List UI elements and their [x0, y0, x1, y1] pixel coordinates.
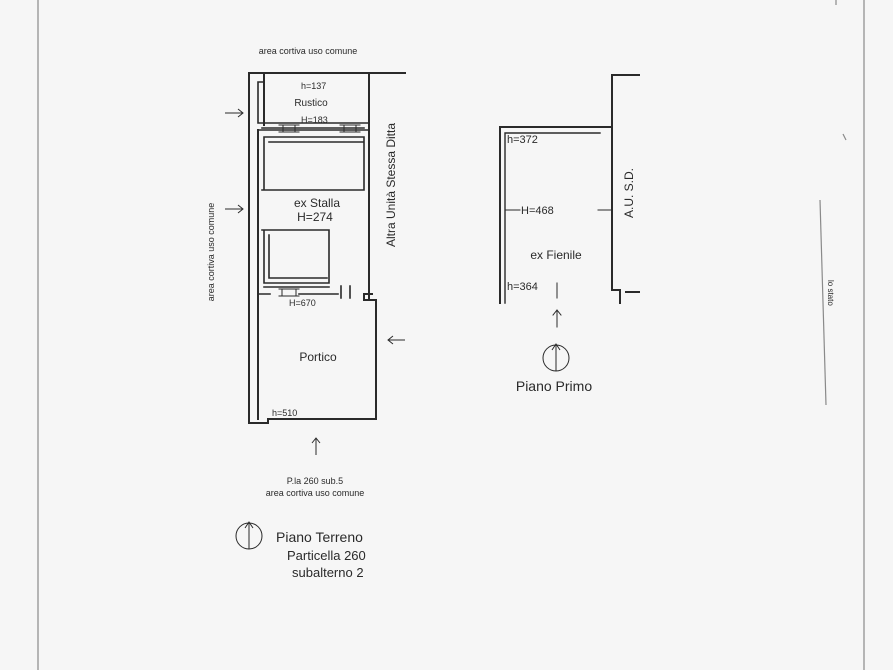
- fienile-inner-wall: [504, 132, 601, 304]
- first-floor-neighbor-label: A.U. S.D.: [622, 168, 636, 218]
- arrow-stalla: [225, 204, 244, 214]
- stalla-trough-top: [261, 136, 365, 191]
- stalla-trough-bottom: [261, 229, 330, 288]
- top-area-label: area cortiva uso comune: [259, 46, 358, 56]
- stalla-height: H=274: [297, 210, 333, 224]
- sheet-border: [37, 0, 865, 670]
- ground-floor-title: Piano Terreno: [276, 529, 363, 545]
- fienile-walls: [499, 74, 640, 304]
- entrance-arrows: [225, 108, 405, 455]
- rustico-room-walls: [257, 81, 370, 131]
- fienile-height-ticks: [505, 209, 613, 299]
- rustico-label: Rustico: [294, 98, 328, 109]
- rustico-height-low: h=137: [301, 81, 326, 91]
- ground-floor-parcel: Particella 260: [287, 548, 366, 563]
- rustico-window-right: [339, 124, 361, 133]
- arrow-portico-bottom: [311, 437, 321, 455]
- fienile-height-bottom: h=364: [507, 281, 538, 293]
- portico-divider-wall: [257, 285, 351, 299]
- first-floor-plan: [499, 74, 640, 328]
- ground-floor-outer-walls: [248, 72, 406, 424]
- margin-note: lo stato: [826, 280, 835, 306]
- rustico-window-left: [278, 124, 300, 133]
- ground-floor-plan: [248, 72, 406, 424]
- portico-label: Portico: [299, 350, 337, 364]
- first-floor-title: Piano Primo: [516, 378, 592, 394]
- ground-floor-subunit: subalterno 2: [292, 565, 364, 580]
- stalla-label: ex Stalla: [294, 196, 340, 210]
- portico-height-low: h=510: [272, 408, 297, 418]
- arrow-portico-side: [387, 335, 405, 345]
- fienile-height-top: h=372: [507, 134, 538, 146]
- north-arrow-icon: [542, 343, 570, 372]
- bottom-parcel-label: P.la 260 sub.5: [287, 476, 343, 486]
- portico-door: [278, 288, 300, 297]
- fienile-height-mid: H=468: [521, 205, 554, 217]
- fienile-label: ex Fienile: [530, 248, 582, 262]
- rustico-height-high: H=183: [301, 115, 328, 125]
- north-arrow-icon: [235, 521, 263, 550]
- portico-height-high: H=670: [289, 298, 316, 308]
- arrow-rustico: [225, 108, 244, 118]
- side-area-label: area cortiva uso comune: [206, 203, 216, 302]
- arrow-fienile: [552, 309, 562, 328]
- bottom-area-label: area cortiva uso comune: [266, 488, 365, 498]
- neighbor-unit-label: Altra Unità Stessa Ditta: [384, 123, 398, 247]
